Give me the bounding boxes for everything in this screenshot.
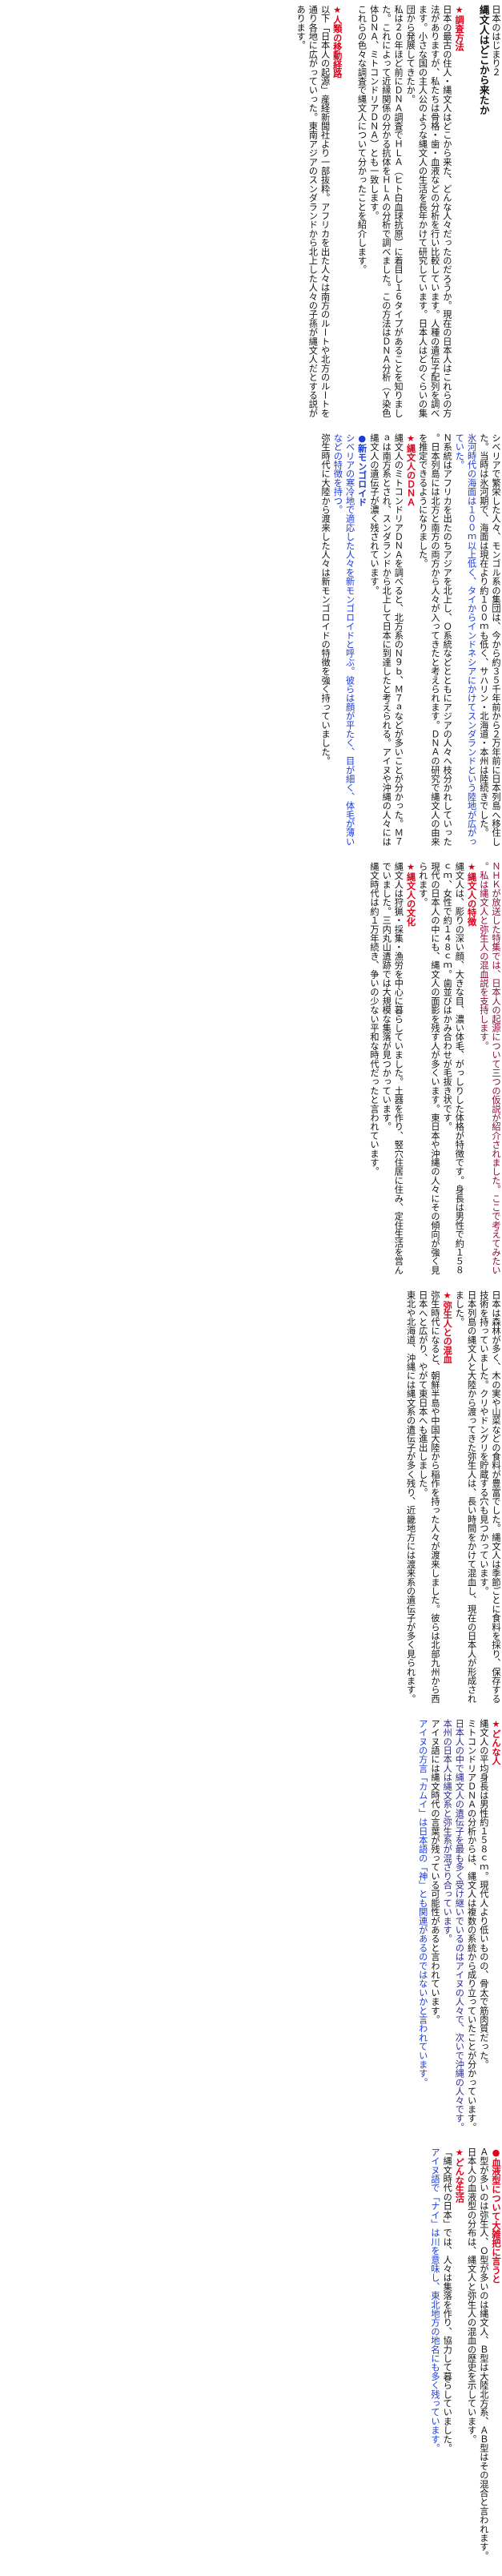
text-band-3: ＮＨＫが放送した特集では、日本人の起源について三つの仮説が紹介されました。ここで… xyxy=(0,862,502,1290)
paragraph: 日本人の中で縄文人の遺伝子を最も多く受け継いでいるのはアイヌの人々で、次いで沖縄… xyxy=(442,1719,465,2132)
paragraph: 以下「日本人の起源」産経新聞社より一部抜粋。アフリカを出た人々は南方のルートや北… xyxy=(295,5,331,418)
section-heading: ★縄文人の特徴 xyxy=(466,862,477,927)
paragraph: シベリアで繁栄した人々、モンゴル系の集団は、今から約３５千年前から２万年前に日本… xyxy=(478,433,501,847)
article-title: 縄文人はどこから来たか xyxy=(477,5,490,115)
paragraph: ミトコンドリアＤＮＡの分析からは、縄文人は複数の系統から成り立っていたことが分か… xyxy=(466,1719,477,2132)
section-heading: ●新モンゴロイド xyxy=(356,433,367,507)
section-heading: ★どんな人 xyxy=(491,1719,501,1765)
text-band-5: ★どんな人縄文人の平均身長は男性約１５８ｃｍ。現代人より低いものの、骨太で筋肉質… xyxy=(0,1719,502,2147)
paragraph: ＮＨＫが放送した特集では、日本人の起源について三つの仮説が紹介されました。ここで… xyxy=(478,862,501,1275)
paragraph: アイヌ語には縄文時代の言葉が残っている可能性があると言われています。 xyxy=(429,1719,440,2024)
section-heading: ★調査方法 xyxy=(454,5,465,51)
paragraph: 縄文人のミトコンドリアＤＮＡを調べると、北方系のＮ９ｂ、Ｍ７ａなどが多いことが分… xyxy=(368,433,404,847)
paragraph: 縄文人の平均身長は男性約１５８ｃｍ。現代人より低いものの、骨太で筋肉質だった。 xyxy=(478,1719,489,2069)
vertical-text-column: ★どんな人縄文人の平均身長は男性約１５８ｃｍ。現代人より低いものの、骨太で筋肉質… xyxy=(2,1719,502,2137)
text-band-4: 日本は森林が多く、木の実や山菜などの食料が豊富でした。縄文人は季節ごとに食料を採… xyxy=(0,1290,502,1719)
paragraph: シベリアの寒冷地で適応した人々を新モンゴロイドと呼ぶ。彼らは顔が平たく、目が細く… xyxy=(332,433,355,847)
paragraph: 日本人の血液型の分布は、縄文人と弥生人の混血の歴史を示しています。 xyxy=(466,2147,477,2444)
paragraph: 縄文人は狩猟・採集・漁労を中心に暮らしていました。土器を作り、竪穴住居に住み、定… xyxy=(381,862,404,1275)
vertical-text-column: ＮＨＫが放送した特集では、日本人の起源について三つの仮説が紹介されました。ここで… xyxy=(2,862,502,1280)
paragraph: 現代の日本人の中にも、縄文人の面影を残す人が多くいます。東日本や沖縄の人々にその… xyxy=(417,862,440,1275)
paragraph: 日本は森林が多く、木の実や山菜などの食料が豊富でした。縄文人は季節ごとに食料を採… xyxy=(478,1290,501,1704)
section-heading: ★縄文人のＤＮＡ xyxy=(405,433,416,507)
section-heading: ★人類の移動経路 xyxy=(331,5,343,78)
paragraph: 日本の最古の住人・縄文人はどこから来た、どんな人々だったのだろうか。現在の日本人… xyxy=(405,5,452,418)
section-heading: ★縄文人の文化 xyxy=(405,862,416,927)
paragraph: 弥生時代に大陸から渡来した人々は新モンゴロイドの特徴を強く持っていました。 xyxy=(320,433,331,766)
paragraph: 縄文人は、彫りの深い顔、大きな目、濃い体毛、がっしりした体格が特徴です。身長は男… xyxy=(442,862,465,1275)
paragraph: 日本列島の縄文人と大陸から渡ってきた弥生人は、長い時間をかけて混血し、現在の日本… xyxy=(454,1290,477,1704)
vertical-text-column: シベリアで繁栄した人々、モンゴル系の集団は、今から約３５千年前から２万年前に日本… xyxy=(2,433,502,851)
section-heading: ●血液型について大雑把に言うと xyxy=(491,2147,501,2284)
paragraph: アイヌ語で「ナイ」は川を意味し、東北地方の地名にも多く残っています。 xyxy=(429,2147,440,2453)
paragraph: 私は２０年ほど前にＤＮＡ調査でＨＬＡ（ヒト白血球抗原）に着目し１６タイプがあるこ… xyxy=(368,5,404,418)
paragraph: Ａ型が多いのは弥生人、Ｏ型が多いのは縄文人、Ｂ型は大陸北方系、ＡＢ型はその混合と… xyxy=(478,2147,489,2561)
paragraph: 弥生時代になると、朝鮮半島や中国大陸から稲作を持った人々が渡来しました。彼らは北… xyxy=(417,1290,440,1704)
paragraph: アイヌの方言「カムイ」は日本語の「神」とも関連があるのではないかと言われています… xyxy=(417,1719,428,2087)
vertical-text-column: 日本は森林が多く、木の実や山菜などの食料が豊富でした。縄文人は季節ごとに食料を採… xyxy=(2,1290,502,1709)
paragraph: Ｎ系統はアフリカを出たのちアジアを北上し、Ｏ系統などとともにアジアの人々へ枝分か… xyxy=(417,433,453,847)
paragraph: 日本のはじまり２ xyxy=(491,5,501,77)
paragraph: 氷河時代の海面は１００ｍ以上低く、タイからインドネシアにかけてスンダランドという… xyxy=(454,433,477,847)
section-heading: ★弥生人との混血 xyxy=(442,1290,453,1364)
paragraph: これらの色々な調査で縄文人について分かったことを紹介します。 xyxy=(356,5,367,274)
section-heading: ★どんな生活 xyxy=(454,2147,465,2203)
text-band-2: シベリアで繁栄した人々、モンゴル系の集団は、今から約３５千年前から２万年前に日本… xyxy=(0,433,502,862)
paragraph: 「縄文時代の日本」では、人々は集落を作り、協力して暮らしていました。 xyxy=(442,2147,453,2453)
paragraph: 東北や北海道、沖縄には縄文系の遺伝子が多く残り、近畿地方には渡来系の遺伝子が多く… xyxy=(405,1290,416,1704)
paragraph: 縄文時代は約１万年続き、争いの少ない平和な時代だったと言われています。 xyxy=(368,862,380,1176)
